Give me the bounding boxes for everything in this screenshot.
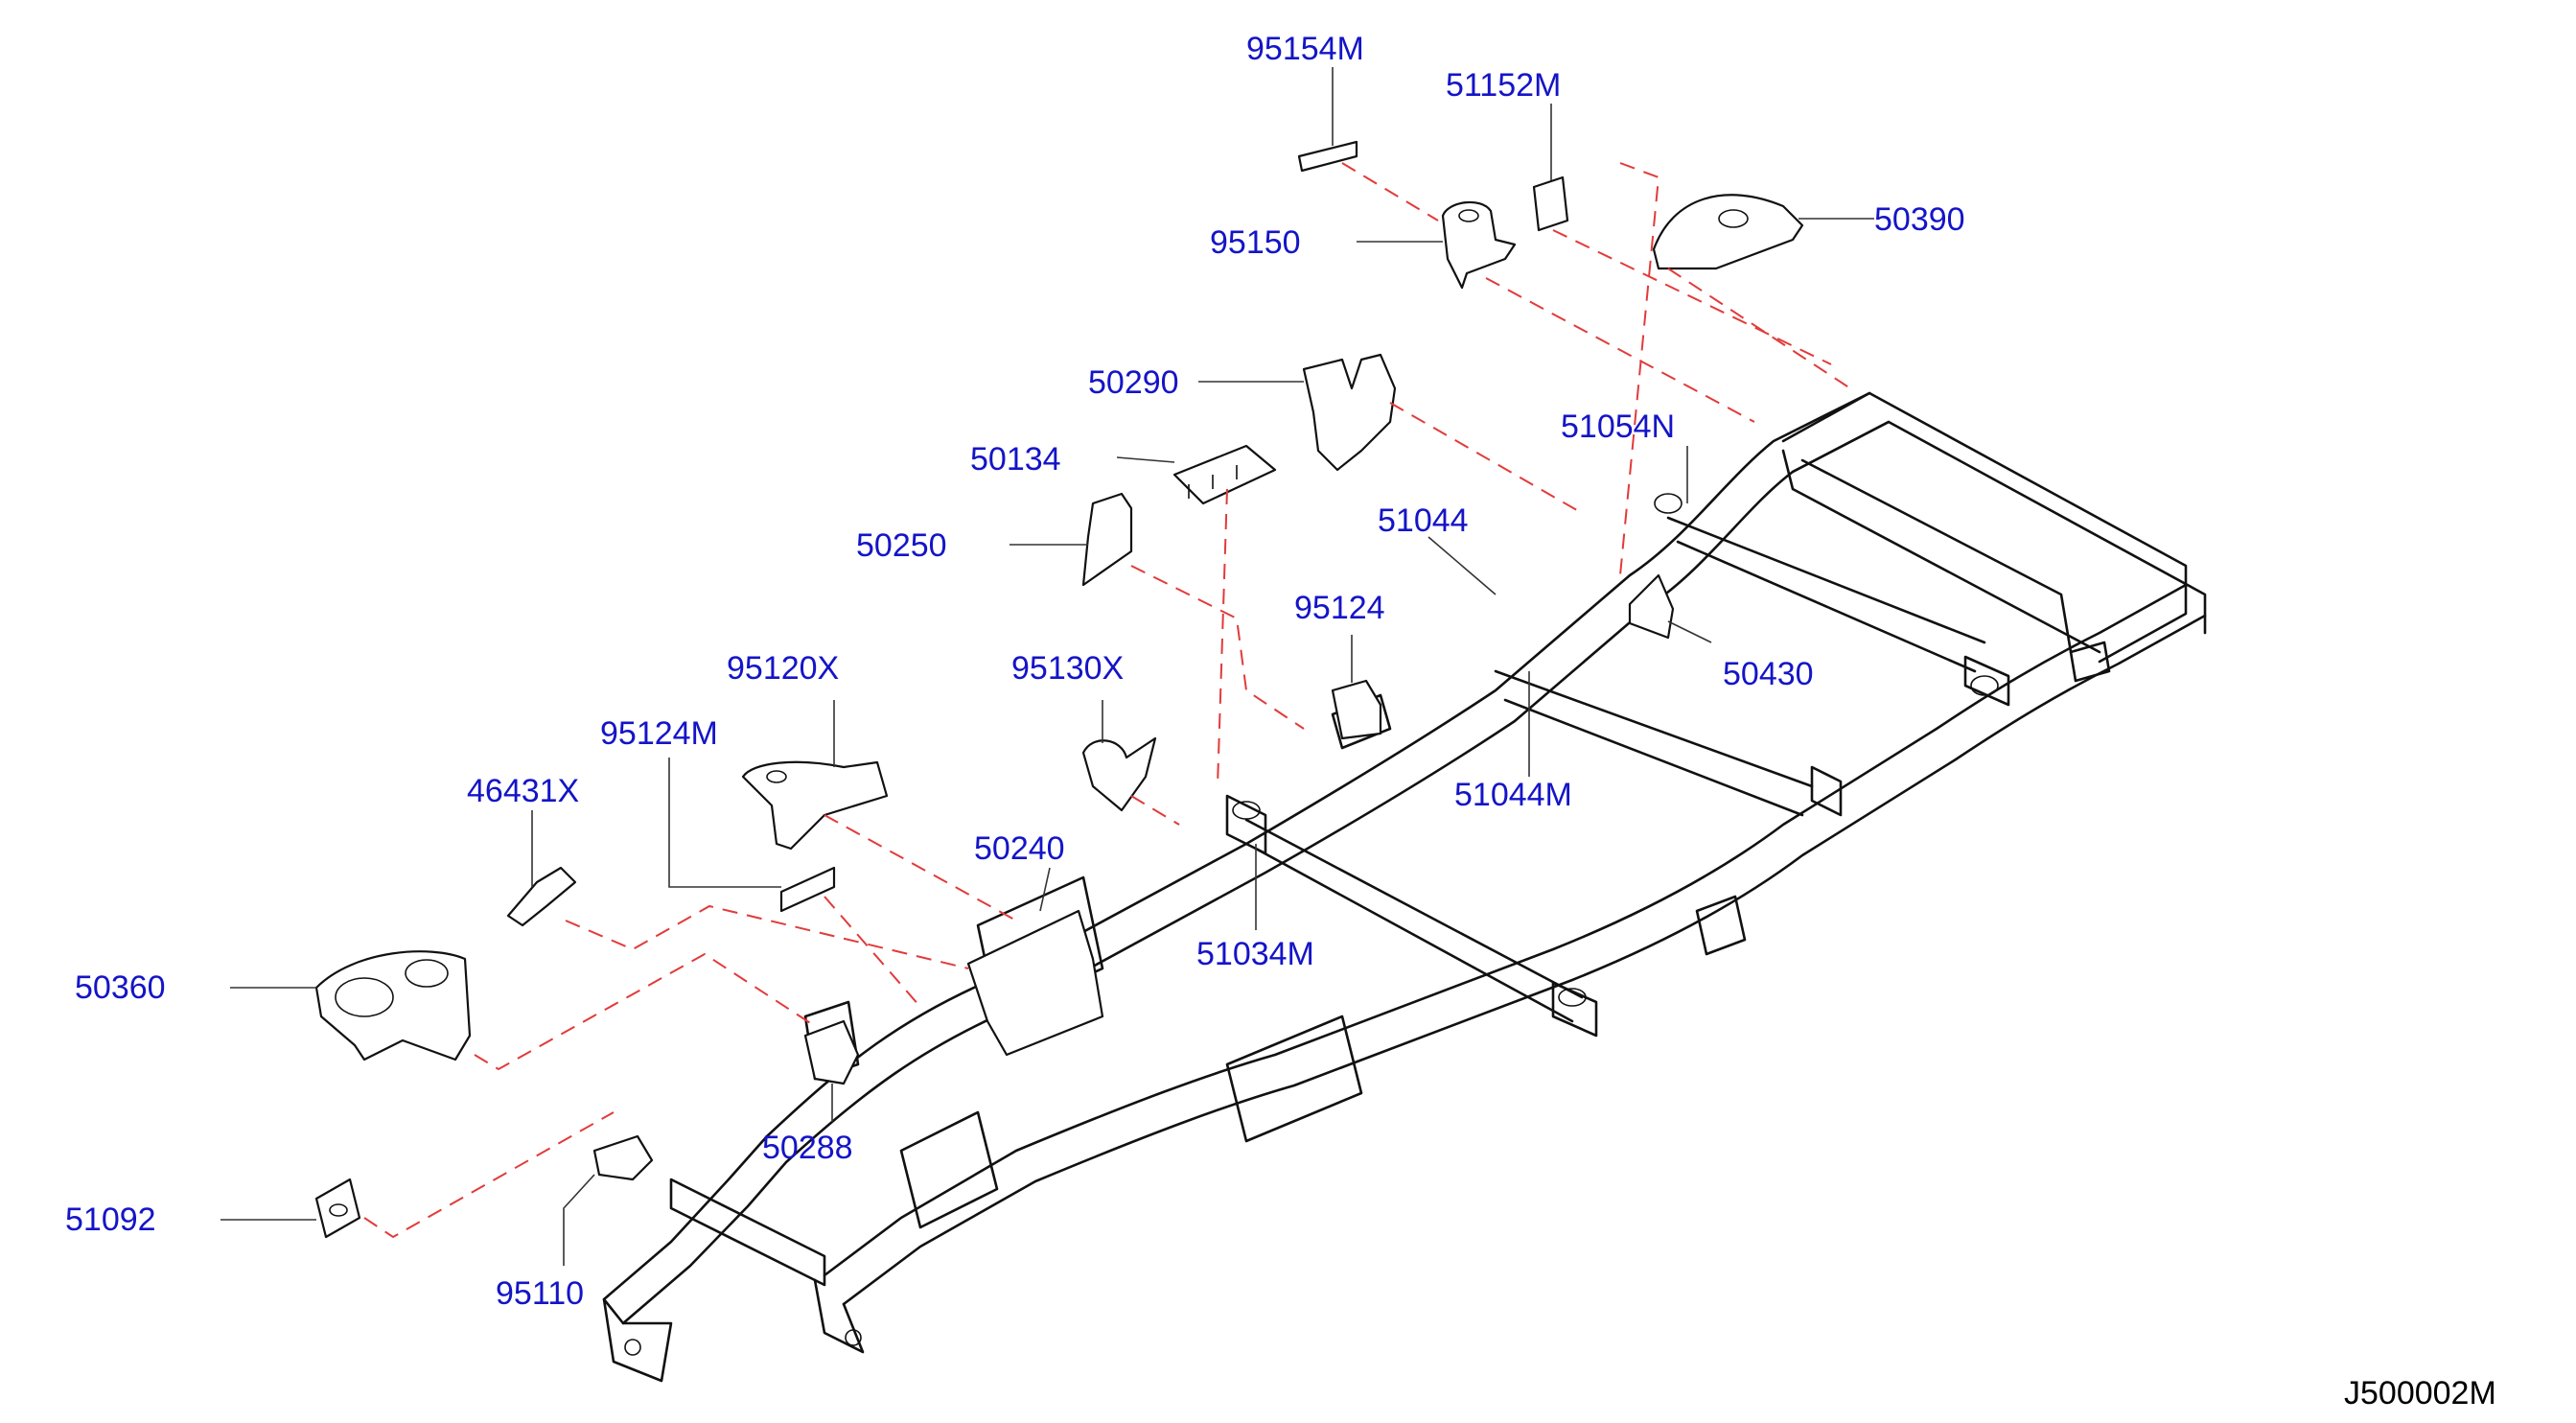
parts: [314, 140, 1804, 1239]
callout-50290: 50290: [1088, 364, 1179, 401]
callout-51054N: 51054N: [1561, 408, 1676, 445]
callout-50360: 50360: [75, 969, 166, 1006]
callout-50240: 50240: [974, 830, 1065, 867]
part-95124M: [779, 866, 836, 913]
callout-51044M: 51044M: [1454, 777, 1572, 813]
leader-lines: [220, 67, 1874, 1266]
callout-95150: 95150: [1210, 224, 1301, 261]
callout-51044: 51044: [1378, 502, 1469, 539]
part-46431X: [506, 866, 577, 927]
part-50250: [1081, 492, 1133, 587]
right-rail: [823, 583, 2188, 1277]
callout-46431X: 46431X: [467, 773, 580, 809]
front-end: [602, 1297, 673, 1383]
callout-50430: 50430: [1723, 656, 1814, 692]
part-95110: [592, 1134, 654, 1181]
cross-member-51034M: [1244, 818, 1584, 999]
callout-51092: 51092: [65, 1201, 156, 1238]
part-50288: [803, 1019, 860, 1085]
callout-50134: 50134: [970, 441, 1061, 478]
part-50240: [966, 909, 1104, 1057]
part-50134: [1172, 444, 1277, 505]
part-51152M: [1532, 175, 1569, 232]
part-95120X: [741, 760, 889, 851]
rear-cross-member: [1781, 391, 2188, 664]
callout-51034M: 51034M: [1196, 936, 1314, 972]
cross-member-51044: [1494, 669, 1814, 788]
part-50390: [1652, 194, 1804, 270]
part-50290: [1302, 353, 1397, 472]
callout-95124M: 95124M: [600, 715, 718, 752]
chassis-frame: [602, 391, 2207, 1383]
cross-member-51054N: [1666, 516, 1986, 644]
front-cross-member: [669, 1178, 826, 1287]
callout-50390: 50390: [1874, 201, 1965, 238]
callout-95110: 95110: [496, 1275, 585, 1312]
assembly-lines: [363, 162, 1851, 1239]
part-50430: [1628, 573, 1675, 640]
callout-95120X: 95120X: [727, 650, 840, 687]
part-95150: [1441, 200, 1517, 290]
diagram-code: J500002M: [2344, 1375, 2496, 1411]
callout-50250: 50250: [856, 527, 947, 564]
part-95124: [1331, 679, 1382, 740]
callout-95130X: 95130X: [1011, 650, 1125, 687]
callout-51152M: 51152M: [1446, 67, 1562, 104]
part-95154M: [1297, 140, 1358, 173]
part-51092: [314, 1178, 361, 1239]
part-95130X: [1081, 736, 1157, 812]
callout-50288: 50288: [762, 1130, 853, 1166]
callout-95124: 95124: [1294, 590, 1385, 626]
callout-95154M: 95154M: [1246, 31, 1364, 67]
